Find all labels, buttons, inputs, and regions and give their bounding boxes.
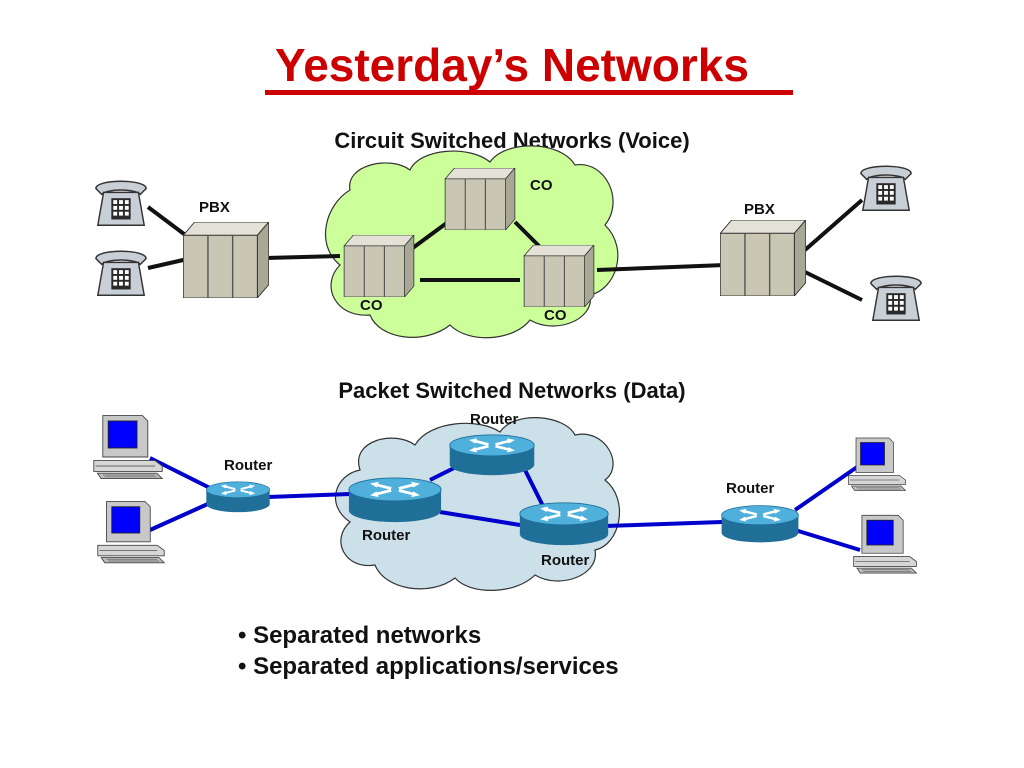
page-title: Yesterday’s Networks <box>275 39 749 91</box>
co-left-label: CO <box>360 297 383 314</box>
link-pc-router-2 <box>149 501 211 532</box>
router-icon <box>205 480 271 514</box>
link-core-right-edge <box>604 520 723 528</box>
phone-icon <box>870 275 922 322</box>
link-pc-router-1 <box>149 456 211 490</box>
link-pbx-phone-3 <box>803 198 864 252</box>
bullet-item: • Separated applications/services <box>238 653 619 680</box>
router-icon <box>448 433 536 477</box>
link-router-pc-3 <box>793 463 862 512</box>
link-co-right-pbx <box>596 263 726 272</box>
router-core-right-label: Router <box>541 552 590 569</box>
pbx-left-label: PBX <box>199 199 230 216</box>
bullet-text: Separated applications/services <box>253 653 619 680</box>
router-edge-right-label: Router <box>726 480 775 497</box>
router-top-label: Router <box>470 411 519 428</box>
link-router-edge-core <box>267 492 351 499</box>
packet-section-title: Packet Switched Networks (Data) <box>338 378 686 403</box>
router-icon <box>347 476 443 524</box>
pbx-right-label: PBX <box>744 201 775 218</box>
title-underline <box>265 90 793 95</box>
link-co-left-top <box>408 220 450 252</box>
data-cloud <box>334 417 620 591</box>
bullet-text: Separated networks <box>253 622 482 649</box>
link-core-left-right <box>439 510 521 527</box>
phone-icon <box>860 165 912 212</box>
router-icon <box>720 504 800 544</box>
router-edge-left-label: Router <box>224 457 273 474</box>
link-top-right <box>523 469 547 511</box>
bullet-list: • Separated networks • Separated applica… <box>238 620 619 682</box>
co-top-label: CO <box>530 177 553 194</box>
link-router-pc-4 <box>794 528 861 552</box>
computer-icon <box>93 415 163 480</box>
router-core-left-label: Router <box>362 527 411 544</box>
link-pbx-phone-4 <box>804 270 863 302</box>
pbx-left-icon <box>183 222 269 298</box>
co-top-icon <box>444 168 516 230</box>
co-right-label: CO <box>544 307 567 324</box>
phone-icon <box>95 250 147 297</box>
computer-icon <box>848 437 906 491</box>
computer-icon <box>853 514 917 574</box>
bullet-item: • Separated networks <box>238 622 482 649</box>
router-icon <box>518 501 610 547</box>
pbx-right-icon <box>720 220 806 296</box>
co-right-icon <box>523 245 595 307</box>
co-left-icon <box>343 235 415 297</box>
link-pbx-co-left <box>265 254 341 260</box>
computer-icon <box>97 501 165 564</box>
phone-icon <box>95 180 147 227</box>
